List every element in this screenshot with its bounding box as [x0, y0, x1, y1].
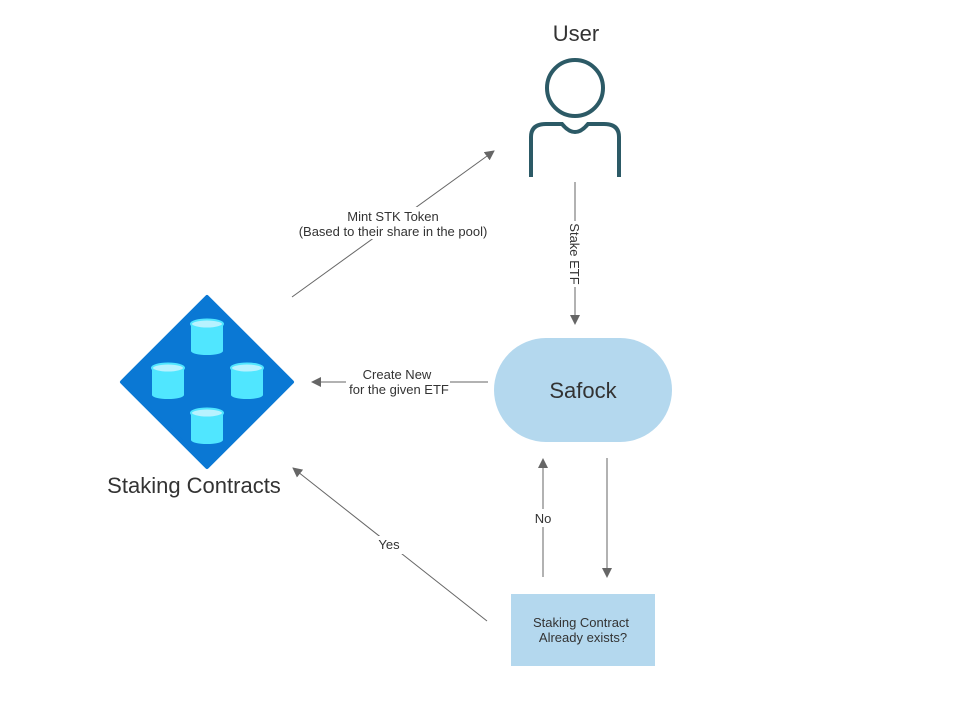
decision-label-line1: Staking Contract [533, 615, 629, 630]
yes-label: Yes [378, 537, 400, 552]
no-label: No [535, 511, 552, 526]
decision-node[interactable]: Staking Contract Already exists? [511, 594, 655, 666]
user-label: User [553, 21, 599, 46]
database-icon [190, 407, 224, 444]
staking-contracts-node[interactable]: Staking Contracts [107, 295, 294, 498]
user-icon [529, 58, 621, 177]
stake-etf-label: Stake ETF [567, 223, 582, 284]
edge-stake-etf: Stake ETF [566, 182, 584, 325]
database-icon [151, 362, 185, 399]
database-icon [230, 362, 264, 399]
safock-shape[interactable] [494, 338, 672, 442]
edge-create-new: Create New for the given ETF [311, 366, 488, 398]
edge-no: No [532, 458, 554, 577]
decision-label-line2: Already exists? [539, 630, 627, 645]
database-icon [190, 318, 224, 355]
mint-label-line2: (Based to their share in the pool) [299, 224, 488, 239]
staking-contracts-label: Staking Contracts [107, 473, 281, 498]
create-new-label-line1: Create New [363, 367, 432, 382]
mint-label-line1: Mint STK Token [347, 209, 439, 224]
decision-box[interactable] [511, 594, 655, 666]
create-new-label-line2: for the given ETF [349, 382, 449, 397]
safock-label: Safock [549, 378, 617, 403]
edge-mint-stk-token: Mint STK Token (Based to their share in … [291, 150, 495, 298]
staking-contracts-diamond[interactable] [120, 295, 294, 469]
user-node: User [529, 21, 621, 177]
edge-yes: Yes [292, 467, 488, 622]
safock-node[interactable]: Safock [494, 338, 672, 442]
